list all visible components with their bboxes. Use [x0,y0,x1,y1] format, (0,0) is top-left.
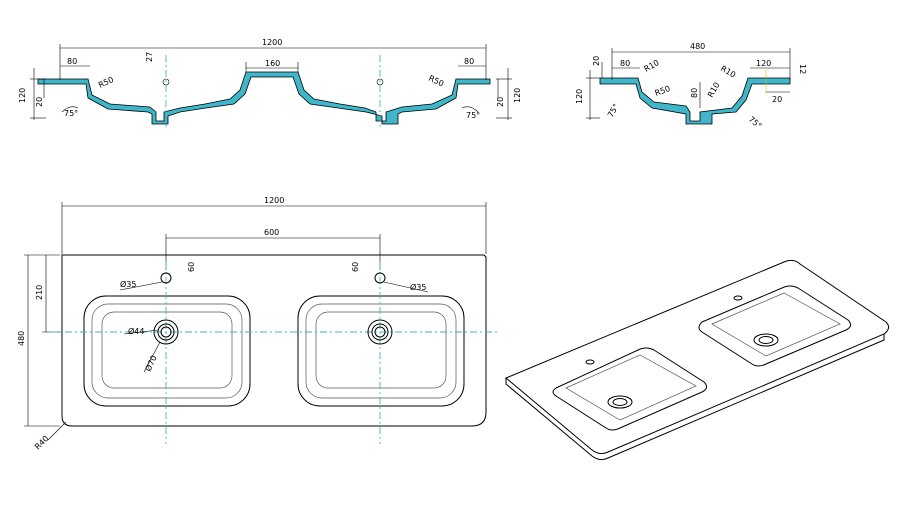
side-angle-right: 75° [747,115,764,131]
plan-drain-inner: Ø44 [128,326,144,336]
side-height-left: 120 [575,89,584,104]
side-bowl-depth: 80 [690,88,699,98]
front-depth-tick: 27 [145,52,154,62]
front-rim-left: 20 [35,97,44,107]
front-center-ledge: 160 [265,59,280,68]
side-overall-depth: 480 [690,42,705,51]
plan-outline [61,254,487,427]
plan-view: 1200 600 480 210 Ø35 Ø35 60 60 [17,196,500,451]
plan-tap-offset-right: 60 [351,262,360,272]
drain-left [153,319,179,345]
front-radius-left: R50 [97,75,115,90]
front-radius-right: R50 [427,74,445,89]
plan-bowl-left [83,295,251,407]
front-height-right: 120 [513,88,522,103]
side-radius-a: R10 [643,58,661,74]
side-radius-b: R10 [719,64,737,80]
side-top-right: 120 [756,59,771,68]
side-rim-right: 20 [772,95,782,104]
drain-right [367,319,393,345]
front-rim-right: 20 [496,97,505,107]
plan-tap-hole-right: Ø35 [410,282,426,292]
plan-overall-depth: 480 [17,331,26,346]
tap-hole-left [160,272,172,284]
isometric-view [505,259,890,461]
front-section-view: 1200 80 80 160 27 R50 R50 120 20 120 20 [18,38,522,128]
plan-tap-hole-left: Ø35 [120,279,136,289]
tap-hole-right [374,272,386,284]
front-section-profile [37,71,491,125]
front-ledge-right: 80 [464,57,474,66]
front-angle-left: 75° [64,109,78,118]
plan-bowl-right [297,295,465,407]
side-radius-bowl: R50 [654,84,672,98]
plan-tap-offset-left: 60 [187,262,196,272]
plan-overall-width: 1200 [264,196,284,205]
iso-top-outline [505,259,890,455]
side-ledge-left: 80 [620,59,630,68]
front-angle-right: 75° [466,111,480,120]
side-section-profile [599,77,791,125]
side-angle-left: 75° [606,102,621,119]
side-section-view: 480 80 120 R10 R10 R10 R50 120 20 12 20 … [575,42,807,131]
front-ledge-left: 80 [67,57,77,66]
front-height-left: 120 [18,88,27,103]
plan-tap-spacing: 600 [264,228,279,237]
front-overall-width: 1200 [262,38,282,47]
side-radius-c: R10 [706,81,722,99]
plan-drain-outer: Ø70 [143,354,159,373]
side-edge-thk: 12 [798,64,807,74]
plan-bowl-offset: 210 [35,285,44,300]
plan-corner-radius: R40 [33,434,51,452]
side-rim-top: 20 [592,56,601,66]
